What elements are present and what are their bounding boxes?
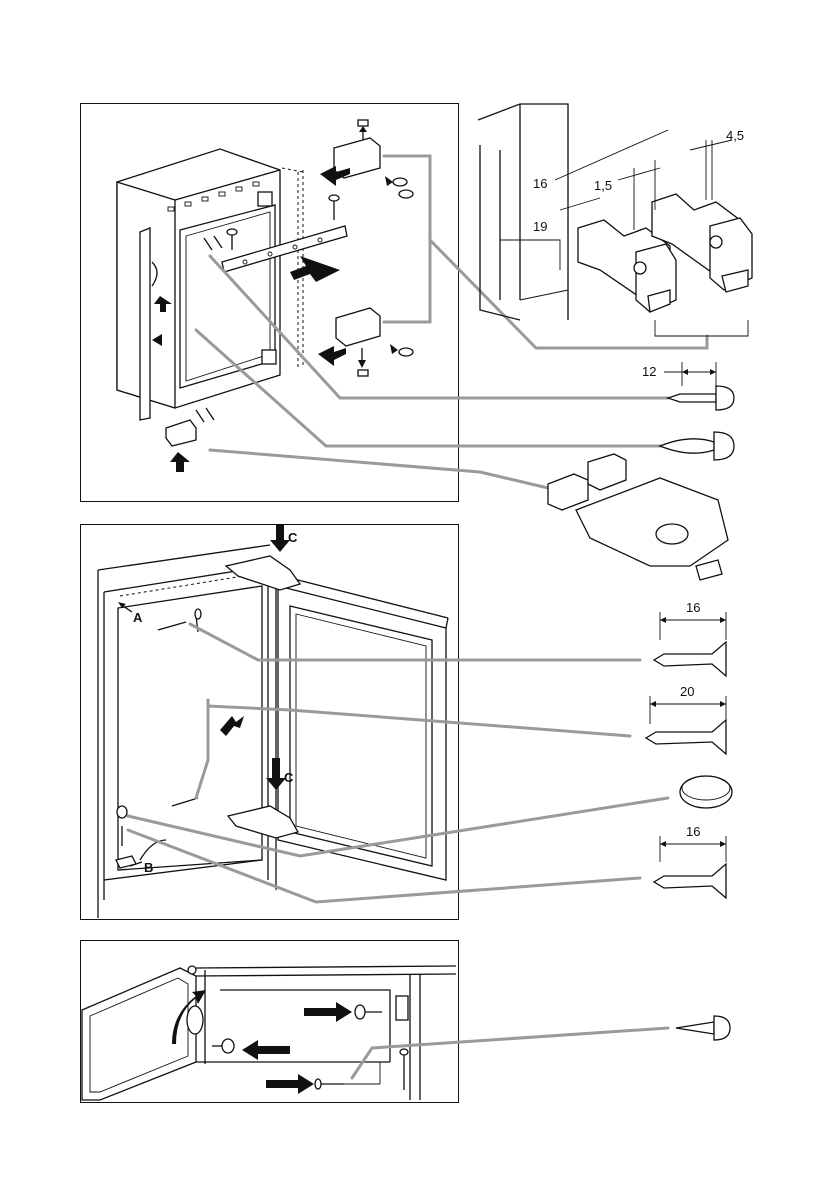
nail-icon	[315, 1049, 408, 1090]
arrow-icon	[242, 1040, 290, 1060]
arrow-icon	[304, 1002, 352, 1022]
expansion-plug-icon	[676, 1016, 730, 1040]
arrow-icon	[266, 1074, 314, 1094]
door-cross-section	[82, 966, 456, 1100]
leader-line	[352, 1028, 668, 1078]
screw-icon	[212, 1005, 382, 1053]
